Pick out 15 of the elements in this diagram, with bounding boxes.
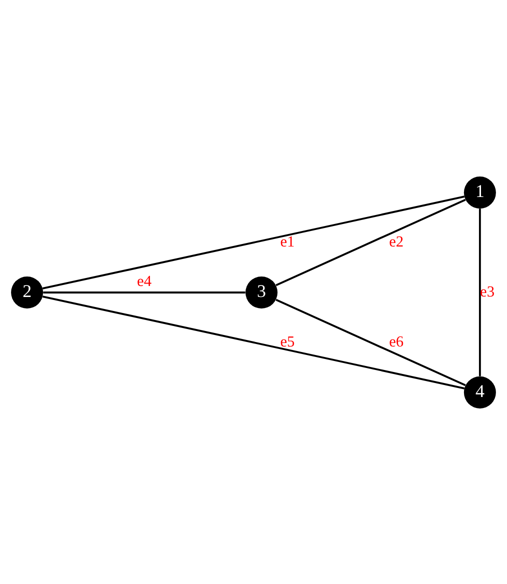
edge-label: e6 <box>389 332 404 350</box>
edge-label: e1 <box>280 233 295 250</box>
connector <box>478 208 481 376</box>
edge-label: e5 <box>280 332 295 350</box>
connector <box>276 298 466 386</box>
connector <box>42 195 465 289</box>
connector <box>43 291 246 293</box>
node-circle: 1 <box>464 176 496 208</box>
node-circle: 4 <box>464 376 496 408</box>
edge-label: e2 <box>389 233 404 250</box>
connector <box>276 198 466 286</box>
edge-label: e4 <box>137 272 152 290</box>
node-circle: 2 <box>11 276 44 308</box>
node-circle: 3 <box>246 276 278 308</box>
connector <box>42 295 465 389</box>
